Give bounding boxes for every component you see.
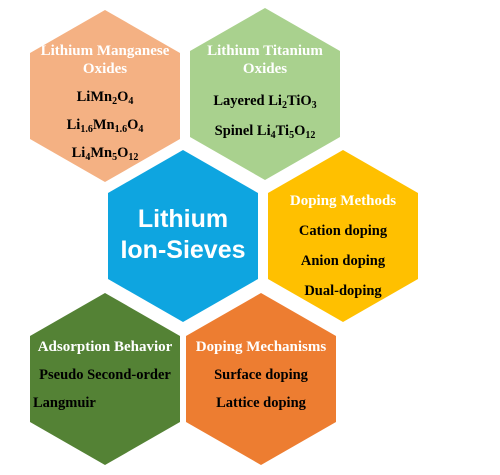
lithium-ion-sieves-content: Lithium Ion-Sieves: [108, 204, 258, 266]
lithium-titanium-oxides-hexagon: [190, 8, 340, 180]
adsorption-item-pseudo-second-order: Pseudo Second-order: [39, 367, 171, 383]
lmo-item-li4mn5o12: Li4Mn5O12: [71, 145, 139, 163]
lithium-titanium-oxides-title-line2: Oxides: [242, 61, 288, 77]
lithium-manganese-oxides-hexagon: [30, 10, 180, 182]
adsorption-item-langmuir: Langmuir: [33, 395, 96, 411]
lto-item-layered: Layered Li2TiO3: [213, 93, 317, 111]
lithium-titanium-oxides-title-line1: Lithium Titanium: [207, 43, 323, 59]
adsorption-behavior-content: Adsorption Behavior Pseudo Second-order …: [30, 338, 180, 412]
doping-methods-item-cation: Cation doping: [298, 223, 388, 239]
center-title-line2: Ion-Sieves: [120, 236, 246, 264]
lithium-manganese-oxides-content: Lithium Manganese Oxides LiMn2O4 Li1.6Mn…: [30, 42, 180, 163]
doping-mechanisms-content: Doping Mechanisms Surface doping Lattice…: [186, 338, 336, 412]
center-title-line1: Lithium: [137, 205, 229, 233]
doping-mechanisms-item-lattice: Lattice doping: [216, 395, 306, 411]
doping-mechanisms-title: Doping Mechanisms: [195, 339, 327, 355]
adsorption-behavior-title: Adsorption Behavior: [37, 339, 173, 355]
doping-methods-item-dual: Dual-doping: [304, 283, 382, 299]
doping-mechanisms-item-surface: Surface doping: [214, 367, 308, 383]
lmo-item-limn2o4: LiMn2O4: [76, 89, 134, 107]
lithium-titanium-oxides-content: Lithium Titanium Oxides Layered Li2TiO3 …: [190, 42, 340, 141]
doping-methods-content: Doping Methods Cation doping Anion dopin…: [268, 192, 418, 300]
doping-methods-title: Doping Methods: [289, 193, 397, 209]
lto-item-spinel: Spinel Li4Ti5O12: [214, 123, 316, 141]
lmo-item-li1.6mn1.6o4: Li1.6Mn1.6O4: [66, 117, 144, 135]
doping-methods-item-anion: Anion doping: [300, 253, 386, 269]
lithium-manganese-oxides-title-line2: Oxides: [82, 61, 128, 77]
lithium-manganese-oxides-title-line1: Lithium Manganese: [40, 43, 170, 59]
